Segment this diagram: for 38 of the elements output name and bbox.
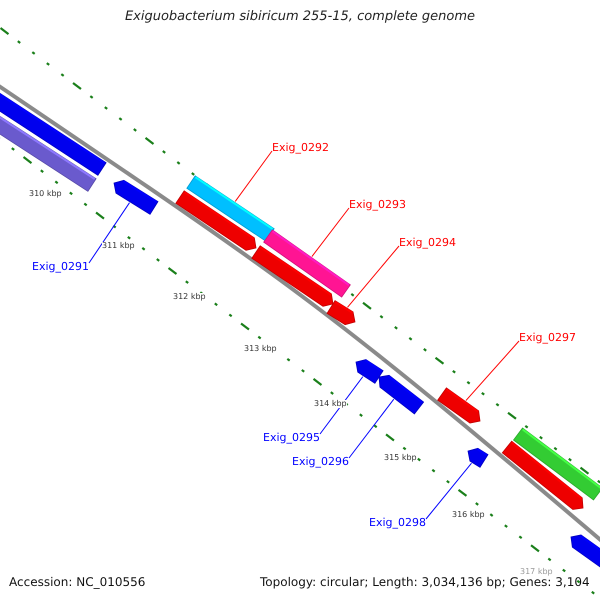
tick-label: 312 kbp (173, 293, 206, 301)
genome-summary-text: Topology: circular; Length: 3,034,136 bp; Genes: 3,104 (260, 576, 590, 588)
gene-bar (512, 427, 600, 501)
leader-line (426, 462, 472, 520)
tick-label: 316 kbp (452, 511, 485, 519)
leader-line (348, 398, 394, 458)
leader-line (320, 376, 364, 434)
leader-line (465, 340, 520, 402)
gene-bar (263, 229, 351, 298)
gene-bar (114, 180, 159, 215)
gene-bar (437, 387, 480, 424)
gene-label: Exig_0294 (399, 237, 456, 248)
gene-label: Exig_0295 (263, 432, 320, 443)
gene-bar (0, 92, 107, 176)
tick-label: 310 kbp (29, 190, 62, 198)
leader-line (347, 246, 400, 308)
gene-label: Exig_0297 (519, 332, 576, 343)
tick-label: 314 kbp (314, 400, 347, 408)
gene-bar (326, 300, 356, 326)
tick-label: 315 kbp (384, 454, 417, 462)
gene-label: Exig_0293 (349, 199, 406, 210)
tick-label: 311 kbp (102, 242, 135, 250)
gene-bar (356, 359, 384, 384)
gene-bar (175, 190, 256, 251)
gene-bar (468, 448, 489, 468)
tick-label: 313 kbp (244, 345, 277, 353)
gene-bar (378, 374, 424, 414)
leader-line (234, 150, 272, 202)
gene-bar (570, 534, 600, 569)
gene-label: Exig_0298 (369, 517, 426, 528)
title: Exiguobacterium sibiricum 255-15, complete genome (124, 10, 476, 23)
gene-label: Exig_0291 (32, 261, 89, 272)
leader-line (88, 202, 130, 264)
leader-line (311, 208, 350, 258)
tick-label: 317 kbp (520, 568, 553, 576)
accession-text: Accession: NC_010556 (9, 576, 146, 588)
gene-label: Exig_0292 (272, 142, 329, 153)
gene-label: Exig_0296 (292, 456, 349, 467)
